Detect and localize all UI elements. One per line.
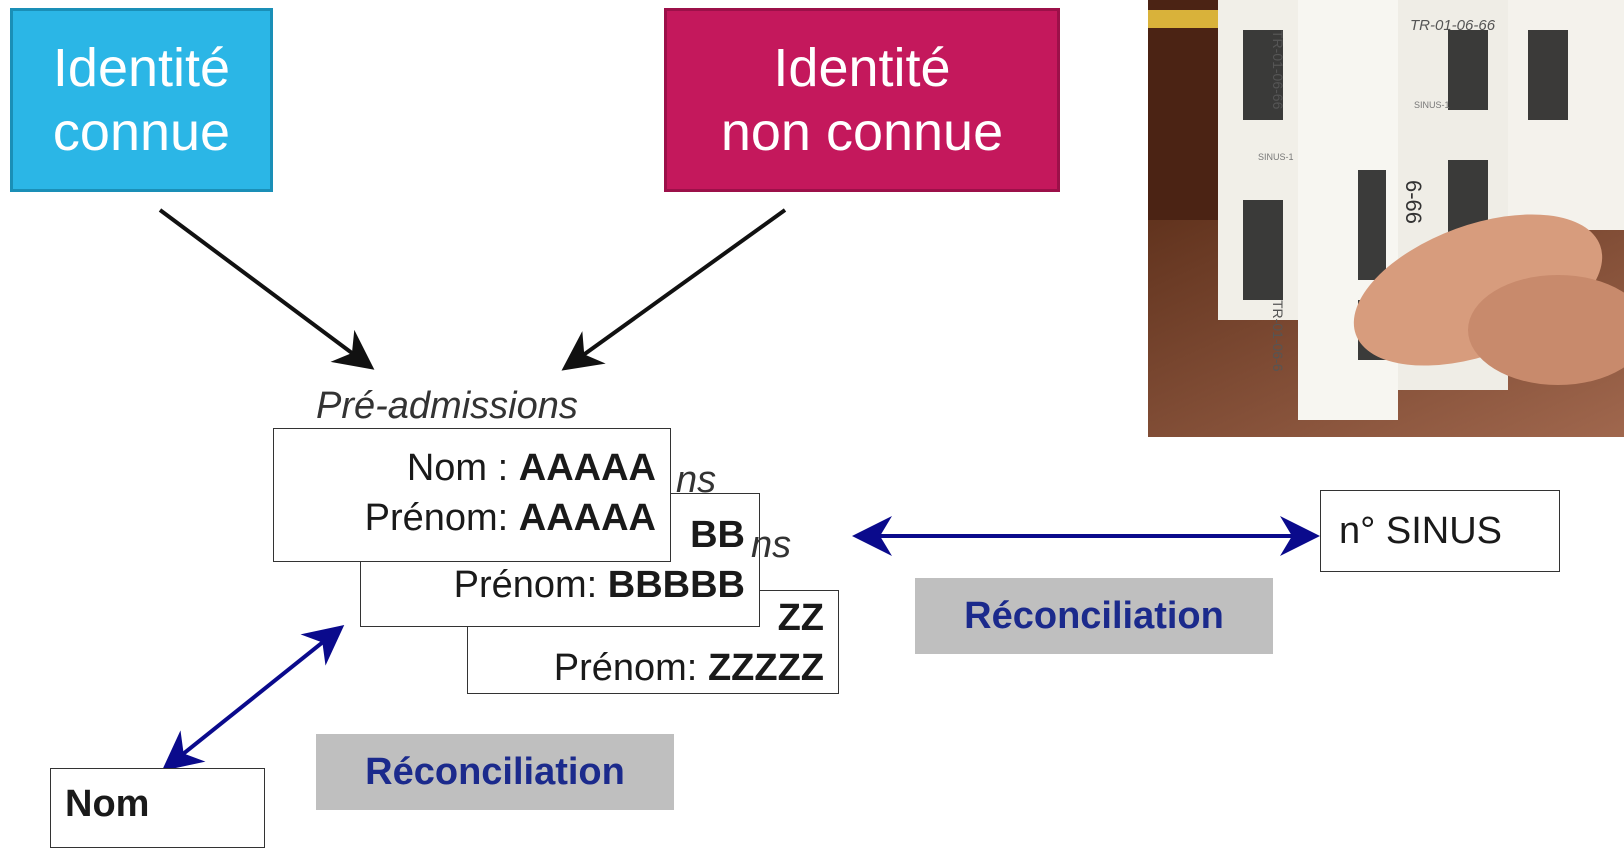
wristband-text-4: TR-01-06-6 — [1270, 300, 1286, 372]
card-bbbbb-prenom-value: BBBBB — [607, 564, 745, 606]
wristband-text-1: TR-01-06-66 — [1410, 17, 1496, 34]
card-aaaaa-nom-value: AAAAA — [518, 447, 656, 489]
wristband-text-6: TR-01-06-66 — [1270, 30, 1286, 110]
card-aaaaa-prenom-value: AAAAA — [518, 497, 656, 539]
wristband-text-5: 6-66 — [1401, 180, 1426, 224]
sinus-number-box: n° SINUS — [1320, 490, 1560, 572]
card-bbbbb-nom-value: BB — [690, 514, 745, 556]
card-aaaaa-nom-label: Nom : — [406, 447, 509, 489]
reconciliation-tag-right: Réconciliation — [915, 578, 1273, 654]
arrow-reconciliation-nom — [161, 625, 345, 771]
card-zzzzz-nom: ZZ — [468, 593, 824, 643]
identity-unknown-line1: Identité — [773, 38, 951, 98]
card-aaaaa-prenom: Prénom: AAAAA — [274, 493, 656, 543]
card-zzzzz-nom-value: ZZ — [777, 597, 824, 639]
nom-box: Nom — [50, 768, 265, 848]
identity-known-box: Identité connue — [10, 8, 273, 192]
card-bbbbb-nom: BB — [361, 510, 745, 560]
card-zzzzz-prenom-value: ZZZZZ — [707, 647, 824, 689]
reconciliation-tag-bottom: Réconciliation — [316, 734, 674, 810]
card-bbbbb-heading-partial: ns — [751, 524, 792, 566]
wristband-photo: TR-01-06-66 SINUS-1 SINUS-1 TR-01-06-6 6… — [1148, 0, 1624, 437]
card-aaaaa-nom: Nom : AAAAA — [274, 443, 656, 493]
card-aaaaa: ns Nom : AAAAA Prénom: AAAAA — [273, 428, 716, 562]
wristband-illustration: TR-01-06-66 SINUS-1 SINUS-1 TR-01-06-6 6… — [1148, 0, 1624, 437]
wristband-text-3: SINUS-1 — [1258, 152, 1294, 162]
identity-known-line1: Identité — [52, 38, 231, 98]
identity-unknown-line2: non connue — [720, 102, 1004, 162]
arrow-unknown-to-preadmissions — [561, 208, 787, 371]
pre-admissions-heading: Pré-admissions — [316, 385, 578, 427]
card-zzzzz-prenom-label: Prénom: — [553, 647, 698, 689]
wristband-text-2: SINUS-1 — [1414, 100, 1450, 110]
card-aaaaa-prenom-label: Prénom: — [364, 497, 509, 539]
card-zzzzz-prenom: Prénom: ZZZZZ — [468, 643, 824, 693]
card-aaaaa-heading-partial: ns — [676, 459, 717, 501]
card-bbbbb-prenom: Prénom: BBBBB — [361, 560, 745, 610]
identity-known-line2: connue — [52, 102, 231, 162]
arrow-known-to-preadmissions — [158, 208, 375, 370]
card-bbbbb-prenom-label: Prénom: — [453, 564, 598, 606]
identity-unknown-box: Identité non connue — [664, 8, 1060, 192]
